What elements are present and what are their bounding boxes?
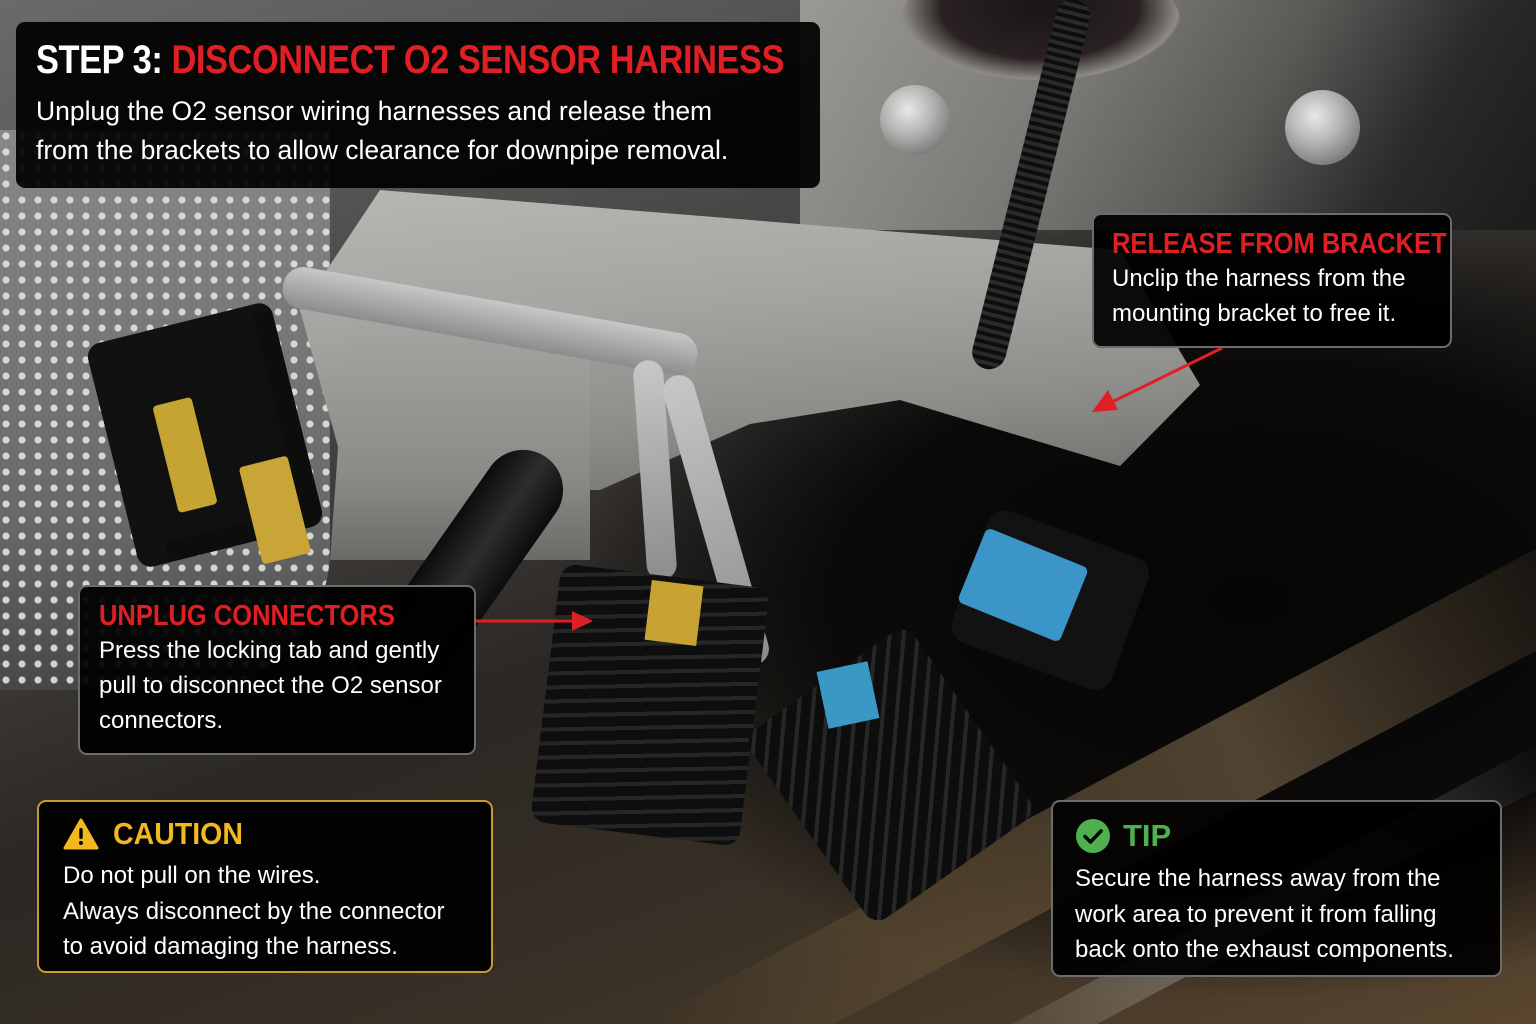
- tip-line: Secure the harness away from the: [1075, 865, 1441, 892]
- tip-line: back onto the exhaust components.: [1075, 936, 1454, 963]
- unplug-callout-body: Press the locking tab and gently pull to…: [99, 633, 455, 738]
- caution-line: to avoid damaging the harness.: [63, 933, 398, 960]
- page-title: STEP 3: DISCONNECT O2 SENSOR HARINESS: [36, 38, 784, 82]
- caution-header: CAUTION: [63, 814, 467, 854]
- callout-line: Press the locking tab and gently: [99, 637, 440, 664]
- bolt: [880, 85, 950, 155]
- caution-line: Always disconnect by the connector: [63, 897, 445, 925]
- check-circle-icon: [1076, 819, 1110, 853]
- tip-title: TIP: [1123, 818, 1172, 853]
- caution-body: Do not pull on the wires. Always disconn…: [63, 858, 467, 965]
- description-line: from the brackets to allow clearance for…: [36, 135, 729, 165]
- tip-body: Secure the harness away from the work ar…: [1075, 861, 1478, 968]
- callout-line: Unclip the harness from the: [1112, 265, 1406, 292]
- release-callout-body: Unclip the harness from the mounting bra…: [1112, 261, 1432, 331]
- release-callout-title: RELEASE FROM BRACKET: [1112, 228, 1447, 260]
- unplug-callout: UNPLUG CONNECTORS Press the locking tab …: [78, 585, 476, 755]
- tip-header: TIP: [1075, 815, 1478, 857]
- description-line: Unplug the O2 sensor wiring harnesses an…: [36, 96, 713, 126]
- caution-line: Do not pull on the wires.: [63, 862, 321, 889]
- step-header-panel: STEP 3: DISCONNECT O2 SENSOR HARINESS Un…: [16, 22, 820, 188]
- warning-triangle-icon: [63, 818, 99, 850]
- o2-connector-lock-tab: [644, 580, 704, 646]
- release-callout: RELEASE FROM BRACKET Unclip the harness …: [1092, 213, 1452, 348]
- step-description: Unplug the O2 sensor wiring harnesses an…: [36, 92, 800, 170]
- step-title: DISCONNECT O2 SENSOR HARINESS: [171, 38, 785, 82]
- callout-line: mounting bracket to free it.: [1112, 300, 1397, 327]
- tip-line: work area to prevent it from falling: [1075, 900, 1437, 928]
- callout-line: connectors.: [99, 707, 224, 734]
- callout-line: pull to disconnect the O2 sensor: [99, 672, 442, 699]
- tip-box: TIP Secure the harness away from the wor…: [1051, 800, 1502, 977]
- caution-title: CAUTION: [113, 816, 243, 851]
- bolt: [1285, 90, 1360, 165]
- caution-box: CAUTION Do not pull on the wires. Always…: [37, 800, 493, 973]
- step-label: STEP 3:: [36, 38, 163, 82]
- unplug-callout-title: UNPLUG CONNECTORS: [99, 600, 395, 632]
